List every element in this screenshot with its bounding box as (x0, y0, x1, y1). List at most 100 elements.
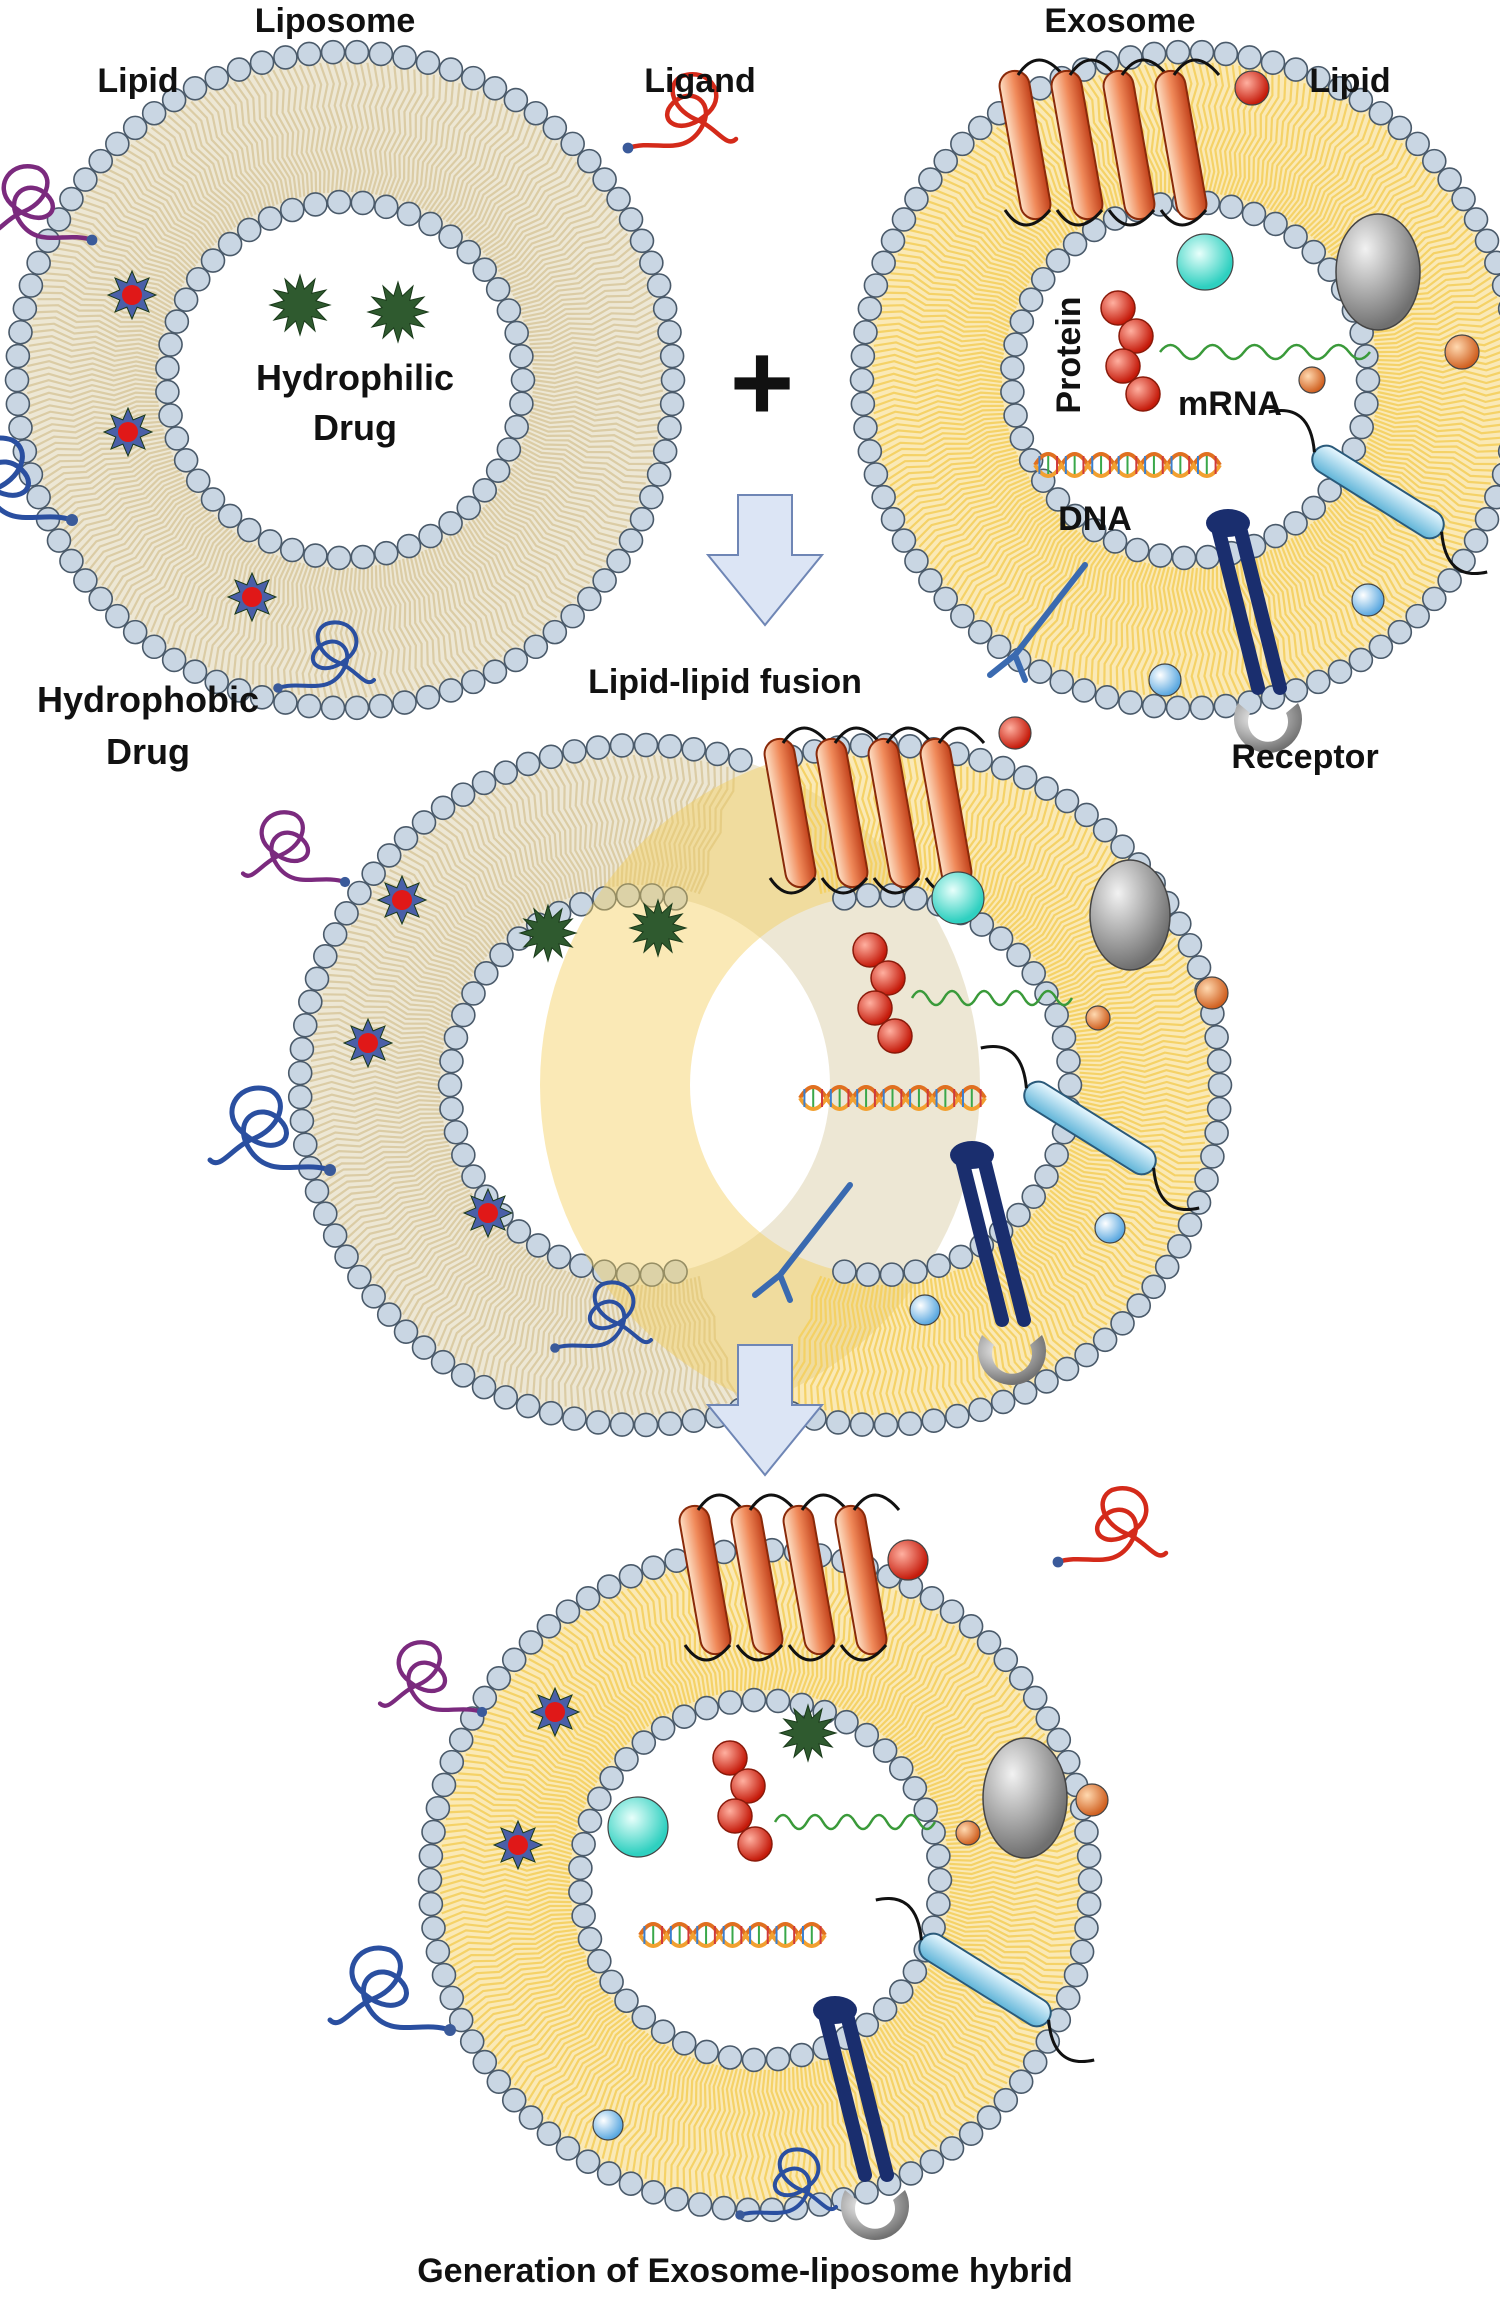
blue-ball-mid-2 (909, 1294, 941, 1326)
protein-mid-bead-0 (852, 932, 888, 968)
result-label: Generation of Exosome-liposome hybrid (417, 2252, 1073, 2290)
hydrophilic-label-1: Hydrophilic (256, 357, 454, 398)
cargo-and-proteins (0, 58, 1488, 2240)
grey-organelle-bottom (982, 1737, 1068, 1859)
liposome (4, 39, 686, 721)
hydrophobic-drug-bottom-1-core (545, 1702, 565, 1722)
liposome-label: Liposome (255, 2, 416, 40)
hydrophobic-drug-2-core (118, 422, 138, 442)
vesicle-cyan-mid (931, 871, 985, 925)
receptor-bottom (813, 1996, 910, 2240)
blue-ball-top-2 (1148, 663, 1182, 697)
orange-ball-bottom-1 (1075, 1783, 1109, 1817)
lipid-label-left: Lipid (97, 62, 178, 100)
fusing-liposome-half-outer-heads (287, 732, 753, 1438)
protein-top-bead-3 (1125, 376, 1161, 412)
lipid-red-ball-top (1234, 70, 1270, 106)
orange-ball-mid-2 (1085, 1005, 1111, 1031)
transmembrane-proteins-bottom (678, 1493, 901, 1662)
mrna-label: mRNA (1178, 385, 1282, 423)
protein-bottom-bead-0 (712, 1740, 748, 1776)
hydrophobic-drug-mid-1-core (392, 890, 412, 910)
vesicle-cyan-top (1176, 233, 1234, 291)
ligand-purple-bottom (377, 1640, 488, 1718)
mrna-bottom (773, 1813, 937, 1831)
hydrophobic-drug-mid-2-core (358, 1033, 378, 1053)
liposome-tails (26, 61, 664, 699)
ligand-blue-mid-2 (550, 1280, 654, 1353)
process-arrow-1 (705, 494, 825, 627)
y-receptor-mid (752, 1182, 853, 1303)
ligand-purple-top (0, 164, 98, 246)
dna-bottom (638, 1922, 827, 1948)
protein-top-bead-2 (1105, 348, 1141, 384)
ligand-blue-top-2 (273, 620, 377, 693)
fusion-label: Lipid-lipid fusion (588, 663, 862, 701)
protein-top-bead-0 (1100, 290, 1136, 326)
ligand-purple-mid (240, 810, 351, 888)
protein-bottom-bead-1 (730, 1768, 766, 1804)
mrna-mid (910, 989, 1074, 1007)
receptor-mid (950, 1141, 1047, 1385)
orange-ball-mid-1 (1195, 976, 1229, 1010)
grey-organelle-mid (1089, 859, 1171, 971)
hydrophobic-drug-bottom-2-core (508, 1835, 528, 1855)
liposome-inner-heads (155, 189, 536, 571)
protein-mid-bead-2 (857, 990, 893, 1026)
blue-ball-mid-1 (1094, 1212, 1126, 1244)
membrane-bar-mid (980, 1045, 1200, 1211)
receptor-label: Receptor (1231, 738, 1378, 776)
ligand-red-bottom (1052, 1486, 1169, 1568)
hydrophilic-drug-mid-1 (518, 903, 578, 963)
hydrophobic-drug-mid-3-core (478, 1203, 498, 1223)
hydrophobic-label-1: Hydrophobic (37, 679, 259, 720)
ligand-blue-bottom-2 (735, 2147, 839, 2220)
dna-label: DNA (1058, 500, 1132, 538)
blue-ball-bottom (592, 2109, 624, 2141)
orange-ball-top-2 (1298, 366, 1326, 394)
transmembrane-proteins-top (998, 58, 1221, 227)
exosome (849, 39, 1500, 721)
lipid-red-ball-bottom (887, 1539, 929, 1581)
protein-bottom-bead-3 (737, 1826, 773, 1862)
hydrophilic-label-2: Drug (313, 407, 397, 448)
protein-top-bead-1 (1118, 318, 1154, 354)
orange-ball-bottom-2 (955, 1820, 981, 1846)
exosome-outer-heads (849, 39, 1500, 721)
grey-organelle-top (1335, 213, 1421, 331)
protein-label: Protein (1050, 296, 1088, 413)
transmembrane-proteins-mid (763, 726, 986, 895)
hybrid-vesicle-outer-heads (417, 1537, 1103, 2223)
protein-mid-bead-1 (870, 960, 906, 996)
dna-top (1033, 452, 1222, 478)
hydrophobic-label-2: Drug (106, 731, 190, 772)
orange-ball-top-1 (1444, 334, 1480, 370)
ligand-red-top (622, 72, 739, 154)
hydrophilic-drug-bottom (778, 1703, 838, 1763)
ligand-label: Ligand (644, 62, 755, 100)
hybrid-vesicle (417, 1537, 1103, 2223)
membranes (4, 39, 1500, 2223)
blue-ball-top-1 (1351, 583, 1385, 617)
ligand-blue-bottom-1 (327, 1945, 456, 2036)
receptor-top (1206, 509, 1303, 753)
plus-sign: + (730, 321, 794, 444)
mrna-top (1159, 343, 1371, 361)
y-receptor-top (987, 562, 1088, 683)
hydrophilic-drug-2 (366, 280, 430, 344)
dna-mid (798, 1085, 987, 1111)
exosome-inner-heads (1000, 189, 1381, 571)
lipid-red-ball-mid (998, 716, 1032, 750)
ligand-blue-top-1 (0, 435, 78, 526)
exosome-label: Exosome (1044, 2, 1195, 40)
ligand-blue-mid-1 (207, 1085, 336, 1176)
protein-mid-bead-3 (877, 1018, 913, 1054)
lipid-label-right: Lipid (1309, 62, 1390, 100)
vesicle-cyan-bottom (607, 1796, 669, 1858)
protein-bottom-bead-2 (717, 1798, 753, 1834)
membrane-bar-bottom (875, 1897, 1095, 2063)
hydrophilic-drug-1 (268, 273, 332, 337)
process-arrow-2 (705, 1344, 825, 1477)
liposome-outer-heads (4, 39, 686, 721)
